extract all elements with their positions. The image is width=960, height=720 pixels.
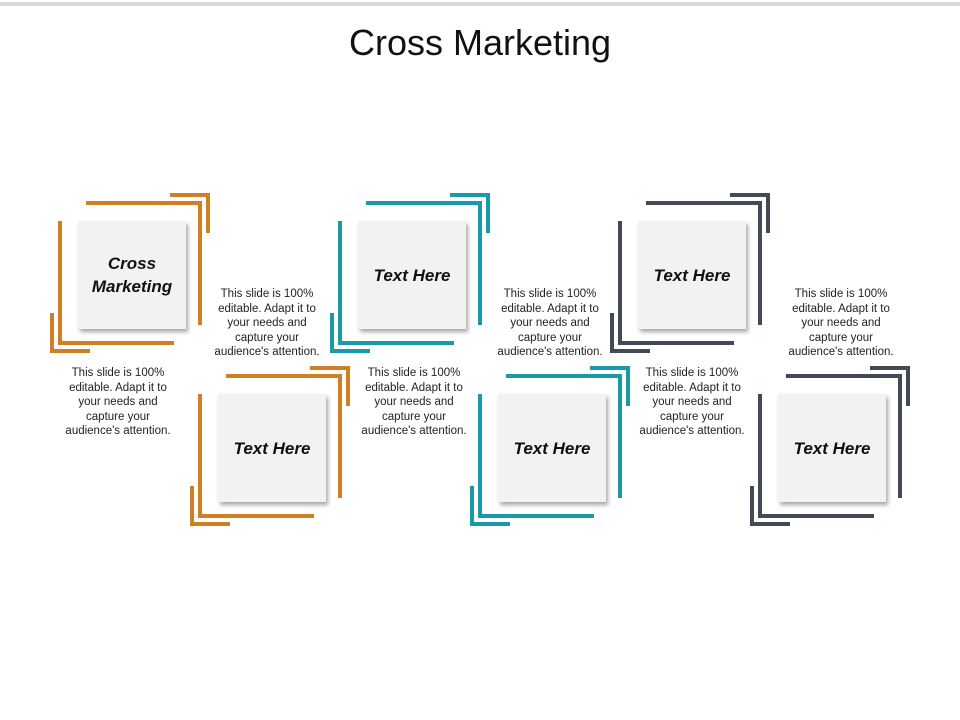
bracket-bottom-outer [190, 522, 230, 526]
bracket-right-inner [758, 201, 762, 325]
tile-label: Text Here [373, 265, 451, 285]
bracket-left-outer [50, 313, 54, 353]
bracket-top-outer [310, 366, 350, 370]
bracket-right-outer [346, 366, 350, 406]
tile-label: Text Here [653, 265, 731, 285]
bracket-right-inner [478, 201, 482, 325]
tile-card: Text Here [498, 394, 606, 502]
tile-text-here: Text Here [750, 366, 910, 526]
bracket-right-inner [618, 374, 622, 498]
bracket-bottom-inner [58, 341, 174, 345]
bracket-left-outer [610, 313, 614, 353]
bracket-bottom-outer [750, 522, 790, 526]
tile-label: Text Here [513, 438, 591, 458]
bracket-left-outer [330, 313, 334, 353]
bracket-bottom-outer [610, 349, 650, 353]
bracket-top-inner [506, 374, 622, 378]
description-text: This slide is 100% editable. Adapt it to… [361, 367, 467, 437]
bracket-bottom-outer [330, 349, 370, 353]
tile-cross-marketing: Cross Marketing [50, 193, 210, 353]
bracket-bottom-inner [198, 514, 314, 518]
tile-text-here: Text Here [470, 366, 630, 526]
bracket-left-inner [338, 221, 342, 345]
tile-label: Text Here [793, 438, 871, 458]
top-rule [0, 2, 960, 6]
bracket-right-inner [198, 201, 202, 325]
bracket-top-inner [366, 201, 482, 205]
page-title: Cross Marketing [348, 22, 612, 63]
tile-text-here: Text Here [330, 193, 490, 353]
bracket-left-inner [758, 394, 762, 518]
bracket-right-outer [206, 193, 210, 233]
bracket-left-inner [198, 394, 202, 518]
bracket-top-inner [226, 374, 342, 378]
bracket-top-inner [646, 201, 762, 205]
bracket-top-inner [786, 374, 902, 378]
bracket-left-outer [190, 486, 194, 526]
tile-card: Text Here [218, 394, 326, 502]
bracket-top-inner [86, 201, 202, 205]
bracket-bottom-inner [758, 514, 874, 518]
tile-card: Text Here [358, 221, 466, 329]
bracket-top-outer [730, 193, 770, 197]
bracket-top-outer [170, 193, 210, 197]
tile-text-here: Text Here [610, 193, 770, 353]
bracket-top-outer [450, 193, 490, 197]
bracket-top-outer [870, 366, 910, 370]
bracket-top-outer [590, 366, 630, 370]
tile-text-here: Text Here [190, 366, 350, 526]
tile-label: Text Here [233, 438, 311, 458]
description-text: This slide is 100% editable. Adapt it to… [639, 367, 745, 437]
bracket-bottom-outer [470, 522, 510, 526]
bracket-bottom-inner [478, 514, 594, 518]
tile-card: Cross Marketing [78, 221, 186, 329]
description-text: This slide is 100% editable. Adapt it to… [788, 288, 894, 358]
description-text: This slide is 100% editable. Adapt it to… [497, 288, 603, 358]
bracket-left-inner [478, 394, 482, 518]
bracket-bottom-inner [618, 341, 734, 345]
bracket-right-inner [338, 374, 342, 498]
tile-card: Text Here [638, 221, 746, 329]
bracket-left-inner [58, 221, 62, 345]
bracket-right-inner [898, 374, 902, 498]
bracket-right-outer [626, 366, 630, 406]
bracket-right-outer [906, 366, 910, 406]
bracket-bottom-outer [50, 349, 90, 353]
description-text: This slide is 100% editable. Adapt it to… [214, 288, 320, 358]
bracket-left-outer [470, 486, 474, 526]
tile-card: Text Here [778, 394, 886, 502]
description-text: This slide is 100% editable. Adapt it to… [65, 367, 171, 437]
bracket-bottom-inner [338, 341, 454, 345]
bracket-right-outer [766, 193, 770, 233]
bracket-left-outer [750, 486, 754, 526]
bracket-left-inner [618, 221, 622, 345]
tile-label: Cross Marketing [91, 254, 173, 296]
bracket-right-outer [486, 193, 490, 233]
